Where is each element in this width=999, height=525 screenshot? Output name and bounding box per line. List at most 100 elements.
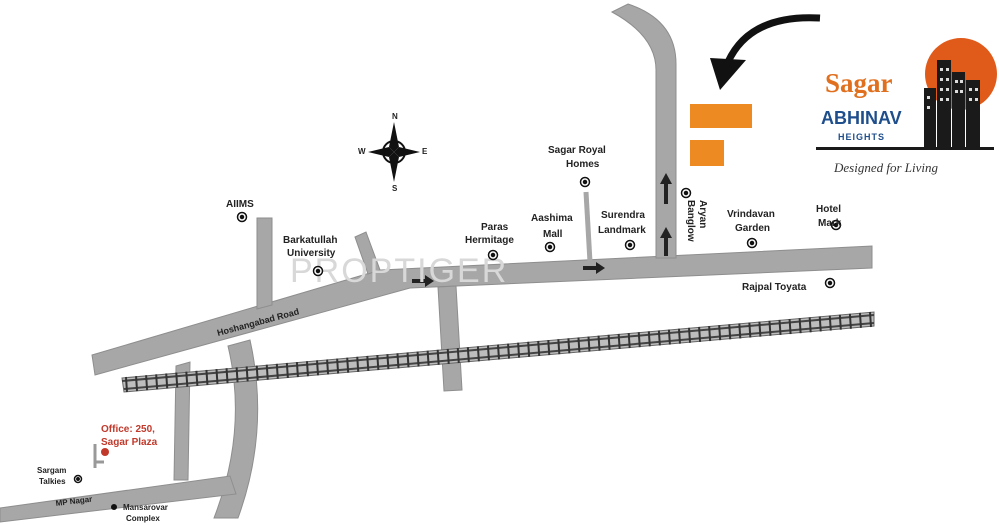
watermark: PROPTIGER <box>290 252 508 290</box>
sagar-royal-label: Sagar Royal <box>548 145 606 156</box>
railway-tie <box>798 318 802 334</box>
railway-tie <box>577 337 581 353</box>
aryan-label: Aryan <box>697 200 708 228</box>
direction-arrows <box>412 173 672 287</box>
svg-text:N: N <box>392 112 398 121</box>
railway-tie <box>647 331 651 347</box>
hotel-mark-marker <box>830 219 842 231</box>
aashima-label-2: Mall <box>543 229 563 240</box>
brand-tagline: Designed for Living <box>833 160 938 175</box>
railway-tie <box>326 359 330 375</box>
railway-tie <box>537 340 541 357</box>
railway-tie <box>215 369 219 385</box>
railway-tie <box>557 339 561 355</box>
railway-tie <box>848 313 852 329</box>
compass-icon: N S E W <box>358 112 428 193</box>
railway-tie <box>869 311 872 328</box>
south-cross-road <box>437 285 463 392</box>
aiims-marker <box>236 211 248 223</box>
railway-tie <box>275 363 279 379</box>
railway-tie <box>547 340 551 356</box>
railway-tie <box>376 354 380 371</box>
railway-tie <box>778 319 782 335</box>
railway-tie <box>346 357 350 373</box>
railway-track <box>121 311 875 393</box>
north-road <box>610 3 677 259</box>
railway-tie <box>838 314 842 330</box>
barkatullah-label: Barkatullah <box>283 235 337 246</box>
railway-tie <box>145 375 149 391</box>
svg-text:S: S <box>392 184 398 193</box>
railway-tie <box>225 368 229 384</box>
arrow-east-1 <box>412 275 434 287</box>
railway-tie <box>677 328 681 344</box>
railway-tie <box>486 345 490 361</box>
sargam-label-2: Talkies <box>39 477 66 486</box>
railway-tie <box>396 353 400 369</box>
brand-name-line1: Sagar <box>825 68 893 98</box>
aryan-marker <box>680 187 692 199</box>
railway-tie <box>768 320 772 336</box>
railway-tie <box>758 321 762 337</box>
rajpal-label: Rajpal Toyata <box>742 282 807 293</box>
railway-tie <box>808 317 812 333</box>
railway-tie <box>597 335 601 351</box>
railway-tie <box>527 341 531 357</box>
svg-text:E: E <box>422 147 428 156</box>
railway-tie <box>587 336 591 352</box>
mansarovar-label-2: Complex <box>126 514 160 523</box>
railway-tie <box>497 344 500 360</box>
railway-tie <box>265 364 269 380</box>
railway-tie <box>386 354 390 370</box>
pointer-arrow <box>710 14 821 90</box>
surendra-label-2: Landmark <box>598 225 646 236</box>
railway-tie <box>567 338 571 354</box>
railway-tie <box>788 318 792 335</box>
barkatullah-marker <box>312 265 324 277</box>
railway-tie <box>818 316 822 332</box>
arrow-east-2 <box>583 262 605 274</box>
hotel-mark-label: Hotel <box>816 204 841 215</box>
sargam-marker <box>73 474 83 484</box>
vrindavan-marker <box>746 237 758 249</box>
railway-tie <box>688 327 692 343</box>
roads <box>0 3 873 523</box>
mansarovar-label: Mansarovar <box>123 503 168 512</box>
railway-tie <box>738 323 742 339</box>
railway-tie <box>507 343 511 359</box>
svg-text:W: W <box>358 147 366 156</box>
brand-name-line2: ABHINAV <box>821 108 902 128</box>
railway-tie <box>316 360 320 376</box>
railway-tie <box>436 349 440 365</box>
railway-tie <box>466 347 470 363</box>
surendra-label: Surendra <box>601 210 645 221</box>
railway-tie <box>607 334 611 350</box>
railway-tie <box>416 351 420 367</box>
sagar-royal-marker <box>579 176 591 188</box>
vrindavan-label: Vrindavan <box>727 209 775 220</box>
railway-tie <box>627 333 631 349</box>
sagar-royal-label-2: Homes <box>566 159 600 170</box>
railway-tie <box>637 332 641 348</box>
railway-tie <box>828 315 832 331</box>
railway-tie <box>708 325 712 342</box>
railway-tie <box>195 370 199 386</box>
railway-tie <box>698 326 702 342</box>
mp-nagar-label: MP Nagar <box>55 495 93 508</box>
mp-nagar-curve-road <box>213 339 259 519</box>
aryan-label-2: Banglow <box>685 200 696 242</box>
railway-tie <box>245 366 249 382</box>
vrindavan-label-2: Garden <box>735 223 770 234</box>
railway-tie <box>305 361 309 377</box>
railway-tie <box>155 374 159 390</box>
office-label: Office: 250, <box>101 424 155 435</box>
railway-tie <box>456 347 460 364</box>
paras-marker <box>487 249 499 261</box>
railway-tie <box>617 333 621 350</box>
brand-logo: Sagar ABHINAV HEIGHTS Designed for Livin… <box>816 38 997 175</box>
mp-nagar-road <box>0 475 237 523</box>
railway-tie <box>255 365 259 381</box>
office-marker <box>93 444 109 468</box>
railway-tie <box>295 362 299 378</box>
